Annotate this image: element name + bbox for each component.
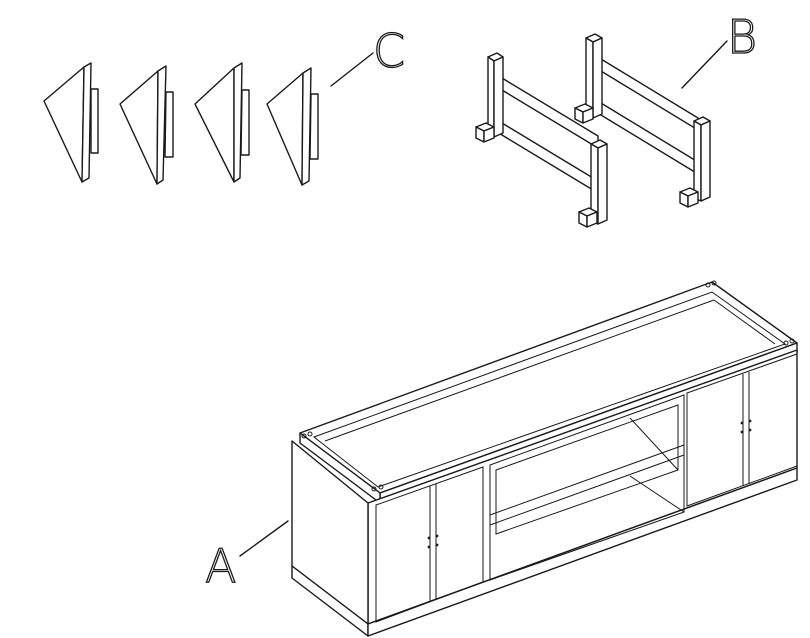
leg-frame-front: [475, 52, 608, 228]
label-a-leader: [239, 520, 289, 557]
left-cabinet-doors: [375, 466, 484, 623]
label-a: A: [205, 539, 236, 593]
label-c: C: [373, 24, 405, 78]
label-b: B: [727, 10, 757, 64]
bracket-1: [43, 62, 99, 183]
open-shelf-compartment: [489, 394, 685, 581]
right-cabinet-doors: [686, 353, 798, 507]
bracket-2: [119, 65, 174, 185]
leg-frame-back: [574, 33, 711, 208]
bracket-4: [266, 67, 319, 186]
label-b-leader: [681, 40, 728, 89]
part-b-leg-frames: B: [475, 9, 758, 228]
bracket-3: [194, 62, 250, 183]
label-c-leader: [330, 52, 374, 87]
part-c-brackets: C: [43, 23, 406, 186]
part-a-cabinet: A: [204, 280, 798, 637]
